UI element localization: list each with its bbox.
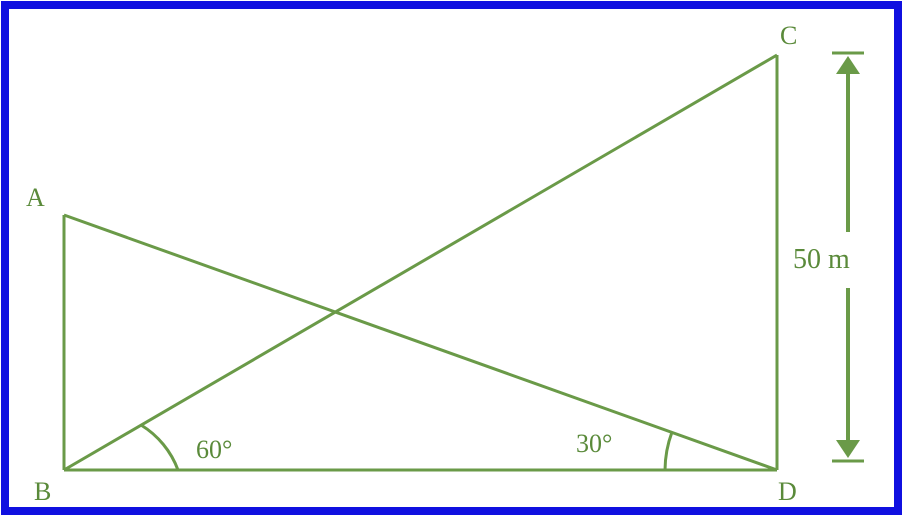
point-label-a: A — [26, 183, 45, 212]
segment-bc — [63, 53, 778, 472]
point-label-c: C — [780, 21, 797, 50]
angle-label-d: 30° — [576, 429, 612, 458]
angle-label-b: 60° — [196, 435, 232, 464]
angle-arc-b — [140, 423, 180, 471]
dimension-arrowhead-top — [836, 56, 860, 74]
dimension-arrowhead-bottom — [836, 440, 860, 458]
angle-arc-d — [663, 431, 674, 471]
segment-ad — [63, 213, 778, 472]
point-label-d: D — [778, 477, 797, 506]
point-label-b: B — [34, 477, 51, 506]
dimension-label-cd: 50 m — [793, 244, 850, 275]
